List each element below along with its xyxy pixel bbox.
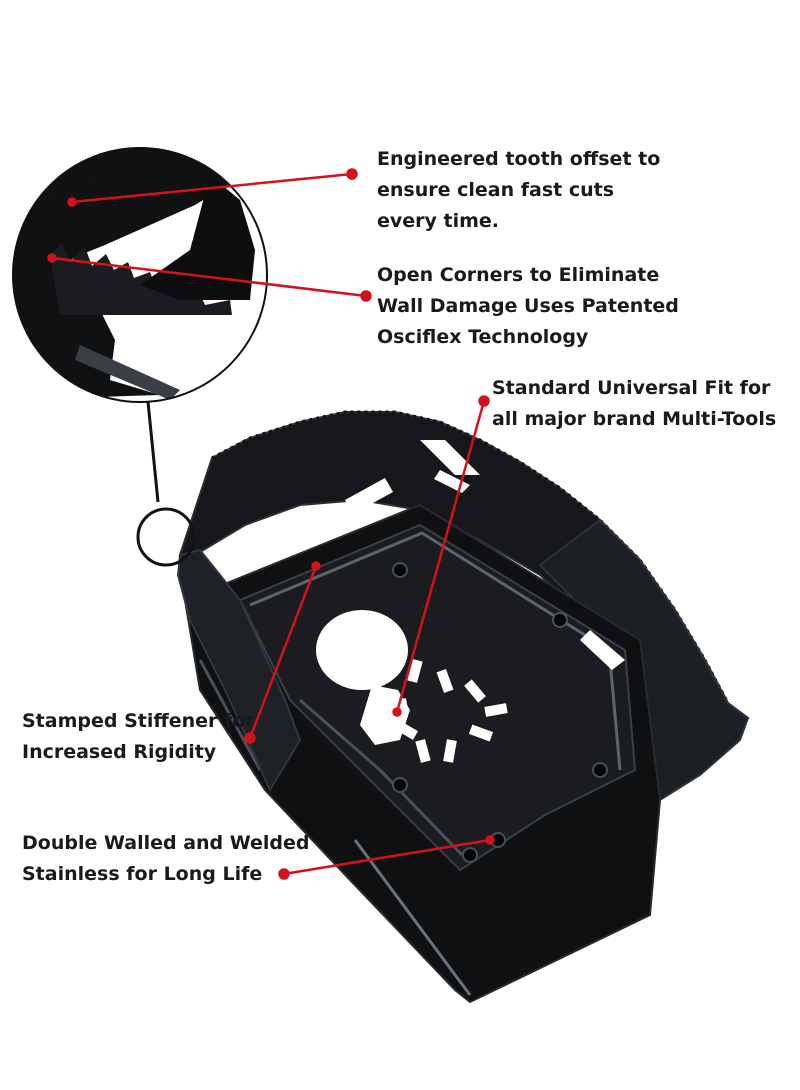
box-blade: [176, 410, 750, 1004]
pointer-lines: [47, 168, 495, 880]
mounting-holes: [392, 562, 608, 863]
stiffener-rail: [299, 698, 464, 857]
callout-double-walled: Double Walled and Welded Stainless for L…: [22, 832, 310, 885]
zoom-target-ring: [136, 507, 196, 567]
callout-stiffener: Stamped Stiffener for Increased Rigidity: [22, 710, 255, 763]
stiffener-rail: [608, 659, 622, 771]
callout-open-corners: Open Corners to Eliminate Wall Damage Us…: [377, 264, 679, 348]
left-wall: [176, 548, 302, 793]
double-wall-edge: [198, 659, 262, 771]
double-wall-edge: [353, 839, 472, 996]
callout-universal-fit: Standard Universal Fit for all major bra…: [492, 377, 777, 430]
base-plate: [238, 523, 637, 872]
zoom-connector: [146, 401, 160, 503]
universal-fit-opening: [316, 610, 508, 763]
stiffener-rail: [249, 531, 613, 654]
callout-tooth-offset: Engineered tooth offset to ensure clean …: [377, 148, 661, 232]
zoom-inset: [12, 147, 268, 403]
